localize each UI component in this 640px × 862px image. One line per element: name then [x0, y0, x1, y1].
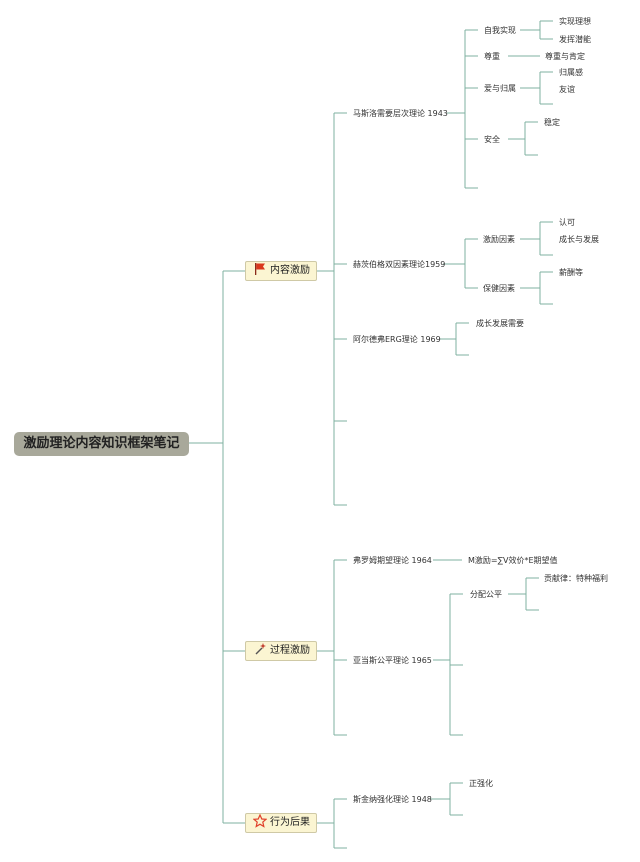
leaf-salary[interactable]: 薪酬等: [559, 268, 583, 277]
leaf-friendship[interactable]: 友谊: [559, 85, 575, 94]
category-content-motivation[interactable]: 内容激励: [245, 261, 317, 281]
node-positive-reinforcement[interactable]: 正强化: [469, 779, 493, 788]
category-process-motivation[interactable]: 过程激励: [245, 641, 317, 661]
wand-icon: [255, 643, 266, 655]
root-topic[interactable]: 激励理论内容知识框架笔记: [14, 432, 189, 456]
node-safety[interactable]: 安全: [484, 135, 500, 144]
node-distributive-justice[interactable]: 分配公平: [470, 590, 502, 599]
leaf-growth-development[interactable]: 成长与发展: [559, 235, 599, 244]
leaf-respect-affirmation[interactable]: 尊重与肯定: [545, 52, 585, 61]
leaf-recognition[interactable]: 认可: [559, 218, 575, 227]
leaf-stability[interactable]: 稳定: [544, 118, 560, 127]
node-love-belonging[interactable]: 爱与归属: [484, 84, 516, 93]
category-behavior-consequence[interactable]: 行为后果: [245, 813, 317, 833]
theory-herzberg[interactable]: 赫茨伯格双因素理论1959: [353, 260, 446, 269]
node-self-actualization[interactable]: 自我实现: [484, 26, 516, 35]
category-label: 内容激励: [270, 265, 310, 276]
theory-vroom[interactable]: 弗罗姆期望理论 1964: [353, 556, 432, 565]
node-motivators[interactable]: 激励因素: [483, 235, 515, 244]
node-growth-needs[interactable]: 成长发展需要: [476, 319, 524, 328]
category-label: 行为后果: [270, 817, 310, 828]
theory-adams[interactable]: 亚当斯公平理论 1965: [353, 656, 432, 665]
category-label: 过程激励: [270, 645, 310, 656]
theory-alderfer-erg[interactable]: 阿尔德弗ERG理论 1969: [353, 335, 441, 344]
star-icon: [253, 814, 267, 828]
node-hygiene-factors[interactable]: 保健因素: [483, 284, 515, 293]
node-esteem[interactable]: 尊重: [484, 52, 500, 61]
red-flag-icon: [255, 263, 265, 275]
node-expectancy-formula[interactable]: M激励=∑V效价*E期望值: [468, 556, 558, 565]
theory-maslow[interactable]: 马斯洛需要层次理论 1943: [353, 109, 448, 118]
leaf-realize-ideals[interactable]: 实现理想: [559, 17, 591, 26]
leaf-develop-potential[interactable]: 发挥潜能: [559, 35, 591, 44]
theory-skinner[interactable]: 斯金纳强化理论 1948: [353, 795, 432, 804]
leaf-contribution-rule[interactable]: 贡献律：特种福利: [544, 574, 608, 583]
leaf-belonging[interactable]: 归属感: [559, 68, 583, 77]
